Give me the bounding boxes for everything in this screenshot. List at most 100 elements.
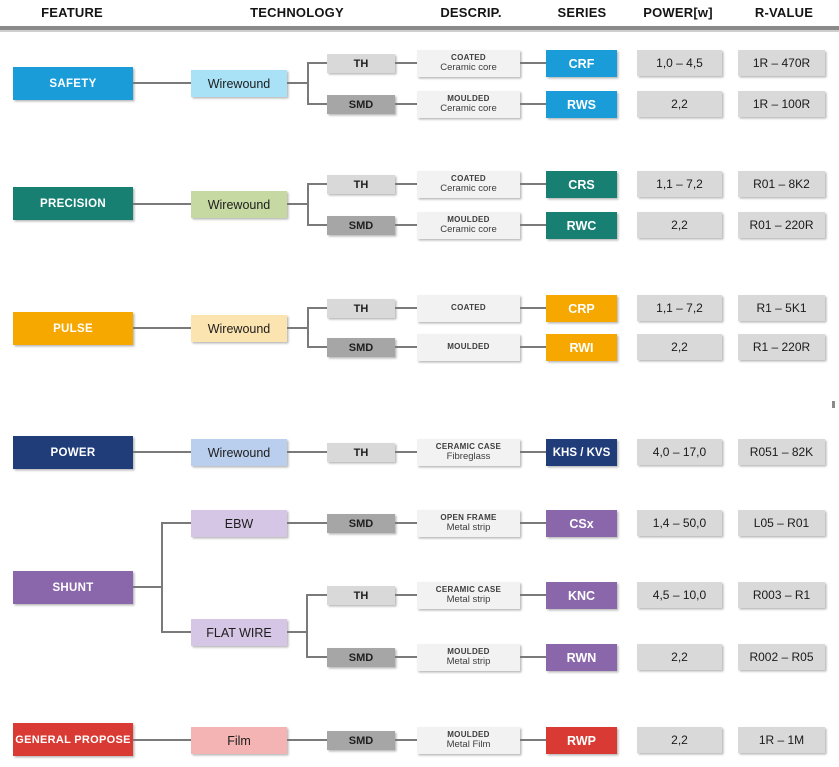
connector-line (162, 522, 191, 524)
descrip-title: MOULDED (447, 647, 490, 657)
mount-box-th: TH (327, 299, 395, 318)
descrip-sub: Fibreglass (446, 450, 491, 462)
connector-line (395, 656, 417, 658)
connector-line (287, 522, 327, 524)
descrip-sub: Ceramic core (440, 182, 497, 194)
power-box: 2,2 (637, 727, 722, 753)
rvalue-box: R01 – 220R (738, 212, 825, 238)
connector-line (308, 103, 327, 105)
feature-box-shunt: SHUNT (13, 571, 133, 604)
header-column-feature: FEATURE (41, 5, 103, 20)
connector-line (520, 656, 546, 658)
rvalue-box: 1R – 470R (738, 50, 825, 76)
connector-line (133, 451, 191, 453)
connector-line (161, 522, 163, 633)
descrip-title: MOULDED (447, 730, 490, 740)
rvalue-box: R1 – 5K1 (738, 295, 825, 321)
descrip-title: COATED (451, 174, 486, 184)
power-box: 2,2 (637, 334, 722, 360)
descrip-title: OPEN FRAME (440, 513, 497, 523)
rvalue-box: R01 – 8K2 (738, 171, 825, 197)
power-box: 1,0 – 4,5 (637, 50, 722, 76)
descrip-sub: Ceramic core (440, 223, 497, 235)
series-box-rws: RWS (546, 91, 617, 118)
rvalue-box: 1R – 100R (738, 91, 825, 117)
power-box: 4,5 – 10,0 (637, 582, 722, 608)
feature-box-safety: SAFETY (13, 67, 133, 100)
descrip-box: CERAMIC CASE Metal strip (417, 582, 520, 609)
tech-box-wirewound: Wirewound (191, 191, 287, 218)
connector-line (520, 62, 546, 64)
connector-line (307, 62, 309, 105)
rvalue-box: 1R – 1M (738, 727, 825, 753)
feature-box-pulse: PULSE (13, 312, 133, 345)
mount-box-smd: SMD (327, 95, 395, 114)
tech-box-wirewound: Wirewound (191, 439, 287, 466)
descrip-sub: Metal Film (446, 738, 491, 750)
series-box-csx: CSx (546, 510, 617, 537)
mount-box-smd: SMD (327, 216, 395, 235)
feature-box-general-propose: GENERAL PROPOSE (13, 723, 133, 756)
connector-line (395, 307, 417, 309)
rvalue-box: R003 – R1 (738, 582, 825, 608)
feature-box-power: POWER (13, 436, 133, 469)
feature-box-precision: PRECISION (13, 187, 133, 220)
connector-line (307, 656, 327, 658)
mount-box-th: TH (327, 175, 395, 194)
mount-box-th: TH (327, 443, 395, 462)
descrip-box: COATED (417, 295, 520, 322)
connector-line (395, 224, 417, 226)
header-column-descrip: DESCRIP. (440, 5, 502, 20)
connector-line (287, 327, 308, 329)
series-box-crp: CRP (546, 295, 617, 322)
descrip-box: MOULDED Metal Film (417, 727, 520, 754)
connector-line (520, 183, 546, 185)
mount-box-th: TH (327, 54, 395, 73)
mount-box-th: TH (327, 586, 395, 605)
tech-box-wirewound: Wirewound (191, 70, 287, 97)
connector-line (162, 631, 191, 633)
tech-box-flat-wire: FLAT WIRE (191, 619, 287, 646)
power-box: 1,1 – 7,2 (637, 171, 722, 197)
connector-line (395, 451, 417, 453)
header-divider-shadow (0, 30, 839, 32)
descrip-title: MOULDED (447, 215, 490, 225)
stray-mark (832, 401, 835, 408)
rvalue-box: R002 – R05 (738, 644, 825, 670)
connector-line (307, 594, 327, 596)
connector-line (133, 586, 162, 588)
descrip-title: CERAMIC CASE (435, 442, 502, 452)
header-divider (0, 26, 839, 30)
connector-line (520, 103, 546, 105)
header-column-power: POWER[w] (643, 5, 713, 20)
header-column-rvalue: R-VALUE (754, 5, 814, 20)
connector-line (520, 451, 546, 453)
connector-line (308, 183, 327, 185)
connector-line (287, 451, 327, 453)
descrip-box: MOULDED Ceramic core (417, 212, 520, 239)
connector-line (520, 739, 546, 741)
tech-box-film: Film (191, 727, 287, 754)
connector-line (133, 203, 191, 205)
connector-line (308, 307, 327, 309)
rvalue-box: R051 – 82K (738, 439, 825, 465)
descrip-sub: Metal strip (446, 593, 491, 605)
descrip-box: CERAMIC CASE Fibreglass (417, 439, 520, 466)
connector-line (307, 307, 309, 348)
mount-box-smd: SMD (327, 338, 395, 357)
connector-line (395, 62, 417, 64)
descrip-sub: Metal strip (446, 521, 491, 533)
connector-line (520, 346, 546, 348)
power-box: 2,2 (637, 644, 722, 670)
connector-line (287, 203, 308, 205)
connector-line (307, 183, 309, 226)
connector-line (520, 522, 546, 524)
tech-box-wirewound: Wirewound (191, 315, 287, 342)
descrip-box: MOULDED Ceramic core (417, 91, 520, 118)
descrip-sub: Ceramic core (440, 61, 497, 73)
descrip-title: CERAMIC CASE (435, 585, 502, 595)
connector-line (308, 224, 327, 226)
descrip-title: COATED (451, 303, 486, 313)
connector-line (133, 327, 191, 329)
